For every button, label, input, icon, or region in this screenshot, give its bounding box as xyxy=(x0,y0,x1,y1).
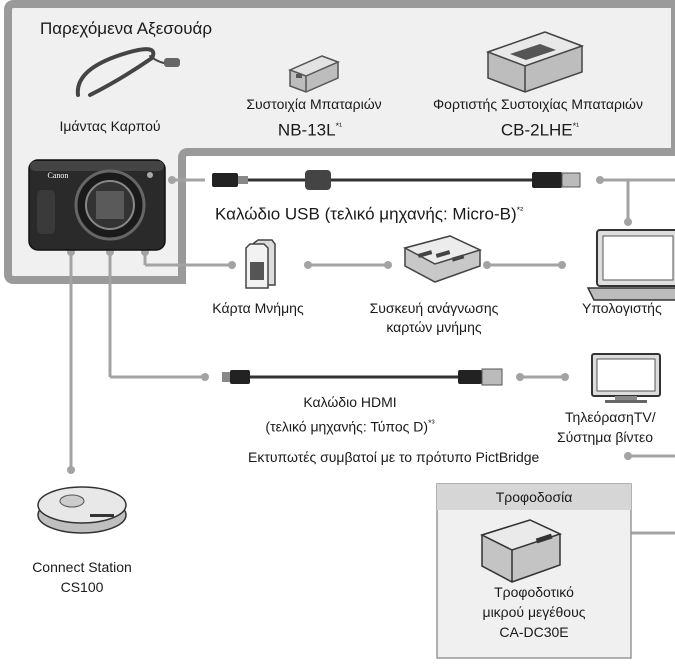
card-reader-icon xyxy=(402,235,483,283)
usb-cable-label: Καλώδιο USB (τελικό μηχανής: Micro-B)*² xyxy=(215,200,523,225)
connect-station-label-line1: Connect Station xyxy=(32,559,132,575)
camera-brand-logo: Canon xyxy=(48,171,69,180)
power-adapter-label-line1: Τροφοδοτικό xyxy=(494,584,574,600)
battery-pack-label: Συστοιχία Μπαταριών xyxy=(246,96,382,112)
power-adapter-label-line2: μικρού μεγέθους xyxy=(482,604,586,620)
hdmi-footnote: *³ xyxy=(428,418,435,428)
hdmi-cable-text: (τελικό μηχανής: Τύπος D) xyxy=(265,418,429,435)
hdmi-cable-label-line1: Καλώδιο HDMI xyxy=(303,394,397,410)
connect-station-label-line2: CS100 xyxy=(60,579,104,595)
connect-station-icon xyxy=(37,486,127,534)
power-supply-header: Τροφοδοσία xyxy=(437,484,631,510)
wrist-strap-label: Ιμάντας Καρπού xyxy=(59,118,161,134)
charger-label: Φορτιστής Συστοιχίας Μπαταριών xyxy=(433,96,643,112)
computer-label: Υπολογιστής xyxy=(582,300,662,316)
battery-model-text: NB-13L xyxy=(277,120,336,140)
wrist-strap-icon xyxy=(75,47,180,97)
hdmi-cable-icon xyxy=(222,368,503,386)
laptop-icon xyxy=(586,229,675,301)
memory-card-label: Κάρτα Μνήμης xyxy=(212,300,304,316)
memory-card-icon xyxy=(245,239,276,289)
tv-label-line1: ΤηλεόρασηTV/ xyxy=(565,409,656,425)
usb-cable-icon xyxy=(212,170,581,190)
charger-model-label: CB-2LHE*¹ xyxy=(501,116,579,141)
hdmi-cable-label-line2: (τελικό μηχανής: Τύπος D)*³ xyxy=(265,414,434,436)
battery-icon xyxy=(288,55,340,93)
card-reader-label-line1: Συσκευή ανάγνωσης xyxy=(369,300,499,316)
power-adapter-model: CA-DC30E xyxy=(499,624,569,640)
connection-lines xyxy=(69,178,675,535)
battery-footnote: *¹ xyxy=(335,121,343,131)
tv-label-line2: Σύστημα βίντεο xyxy=(557,429,654,445)
card-reader-label-line2: καρτών μνήμης xyxy=(386,319,482,335)
power-adapter-icon xyxy=(480,519,563,583)
tv-icon xyxy=(591,353,661,403)
camera-icon: Canon xyxy=(28,159,166,251)
usb-footnote: *² xyxy=(516,205,524,215)
charger-icon xyxy=(485,31,585,93)
printers-label: Εκτυπωτές συμβατοί με το πρότυπο PictBri… xyxy=(248,449,540,465)
usb-cable-text: Καλώδιο USB (τελικό μηχανής: Micro-B) xyxy=(215,204,517,224)
battery-model-label: NB-13L*¹ xyxy=(278,116,342,141)
charger-footnote: *¹ xyxy=(572,121,580,131)
supplied-accessories-title: Παρεχόμενα Αξεσουάρ xyxy=(40,19,213,38)
charger-model-text: CB-2LHE xyxy=(500,120,573,140)
